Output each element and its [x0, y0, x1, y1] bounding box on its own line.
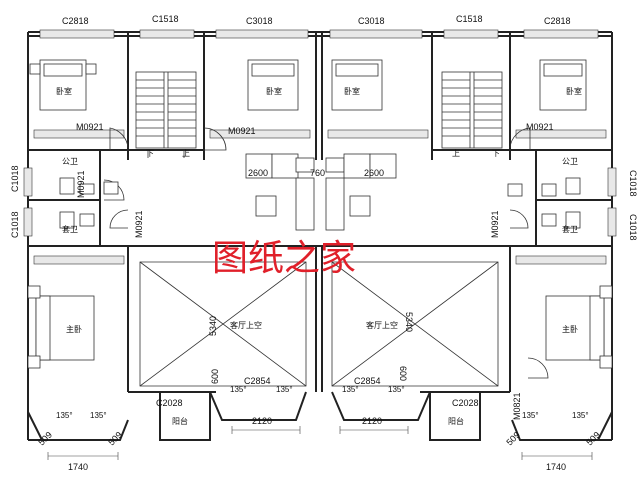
door-label: M0921	[76, 122, 104, 132]
door-swings	[103, 127, 549, 379]
room-label: 客厅上空	[230, 320, 262, 330]
door-label: M0921	[490, 210, 500, 238]
room-label: 公卫	[62, 157, 78, 166]
angle-label: 135°	[276, 385, 293, 394]
window-label: C2818	[62, 16, 89, 26]
angle-label: 135°	[572, 411, 589, 420]
dimension-label: 760	[310, 168, 325, 178]
angle-label: 135°	[230, 385, 247, 394]
dimension-label: 5340	[208, 316, 218, 336]
dimension-label: 1740	[546, 462, 566, 472]
door-label: M0821	[512, 392, 522, 420]
dimension-label: 2120	[362, 416, 382, 426]
room-label: 客厅上空	[366, 320, 398, 330]
dimension-label: 2600	[364, 168, 384, 178]
watermark: 图纸之家	[212, 238, 356, 279]
room-labels: 卧室 卧室 卧室 卧室 公卫 公卫 套卫 套卫 主卧 主卧 客厅上空 客厅上空 …	[56, 86, 582, 426]
window-label: C2028	[452, 398, 479, 408]
window-label: C1018	[10, 211, 20, 238]
window-labels: C2818 C1518 C3018 C3018 C1518 C2818 C101…	[10, 14, 638, 408]
room-label: 卧室	[566, 86, 582, 96]
room-label: 卧室	[56, 86, 72, 96]
dimension-labels: 5340 5340 600 600 2120 2120 1740 1740 50…	[36, 168, 602, 472]
bed-3	[331, 59, 383, 111]
wardrobe-strips	[33, 129, 607, 265]
dimension-label: 509	[106, 430, 124, 448]
window-label: C2854	[244, 376, 271, 386]
angle-label: 135°	[388, 385, 405, 394]
stair-label: 下	[492, 149, 500, 158]
dimension-lines	[47, 426, 593, 460]
door-label: M0921	[228, 126, 256, 136]
dimension-label: 2600	[248, 168, 268, 178]
room-label: 公卫	[562, 157, 578, 166]
stair-label: 下	[146, 149, 154, 158]
window-label: C2818	[544, 16, 571, 26]
angle-label: 135°	[342, 385, 359, 394]
window-label: C1518	[152, 14, 179, 24]
room-label: 阳台	[448, 416, 464, 426]
angle-label: 135°	[56, 411, 73, 420]
dimension-label: 600	[210, 369, 220, 384]
room-label: 主卧	[66, 324, 82, 334]
room-label: 套卫	[62, 224, 78, 234]
dimension-label: 5340	[404, 312, 414, 332]
room-label: 阳台	[172, 416, 188, 426]
door-labels: M0921 M0921 M0921 M0921 M0921 M0921 M082…	[76, 122, 554, 420]
window-label: C2028	[156, 398, 183, 408]
landing-furniture	[245, 153, 397, 231]
dimension-label: 600	[398, 366, 408, 381]
bed-4	[539, 59, 587, 111]
top-windows	[23, 29, 617, 237]
bed-1	[29, 59, 97, 111]
dimension-label: 509	[504, 430, 522, 448]
room-label: 卧室	[266, 86, 282, 96]
window-label: C1018	[10, 165, 20, 192]
walls	[27, 31, 613, 441]
window-label: C1018	[628, 170, 638, 197]
dimension-label: 2120	[252, 416, 272, 426]
bed-2	[247, 59, 299, 111]
window-label: C2854	[354, 376, 381, 386]
dimension-label: 1740	[68, 462, 88, 472]
angle-label: 135°	[90, 411, 107, 420]
door-label: M0921	[526, 122, 554, 132]
window-label: C1518	[456, 14, 483, 24]
stair-label: 上	[182, 149, 190, 158]
stair-label: 上	[452, 149, 460, 158]
living-void	[139, 261, 499, 387]
room-label: 主卧	[562, 324, 578, 334]
window-label: C3018	[246, 16, 273, 26]
angle-label: 135°	[522, 411, 539, 420]
window-label: C1018	[628, 214, 638, 241]
stair-left	[135, 71, 197, 158]
bath-fixtures	[59, 177, 581, 229]
door-label: M0921	[76, 170, 86, 198]
master-furniture	[27, 285, 613, 369]
door-label: M0921	[134, 210, 144, 238]
room-label: 卧室	[344, 86, 360, 96]
dimension-label: 509	[584, 430, 602, 448]
window-label: C3018	[358, 16, 385, 26]
stair-right	[441, 71, 503, 149]
angle-labels: 135° 135° 135° 135° 135° 135° 135° 135°	[56, 385, 589, 420]
bottom-bays	[27, 391, 613, 441]
room-label: 套卫	[562, 224, 578, 234]
